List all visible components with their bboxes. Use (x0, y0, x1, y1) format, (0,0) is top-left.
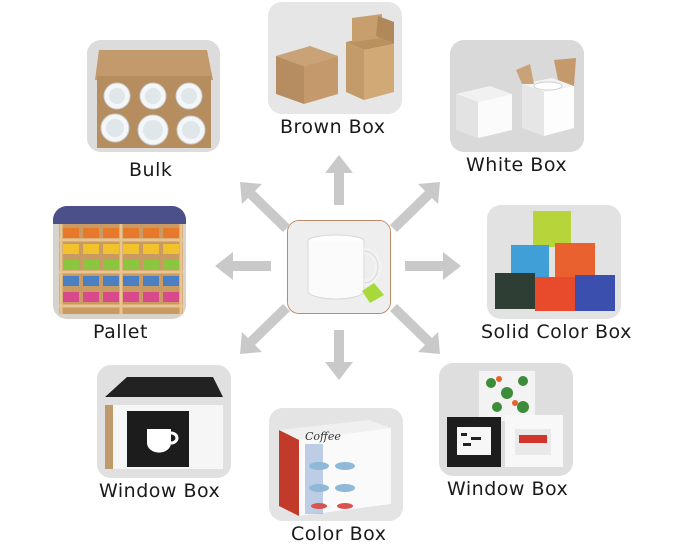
bulk-image (87, 40, 220, 152)
white-box-image (450, 40, 584, 152)
brown-box-label: Brown Box (280, 116, 386, 138)
bulk-label: Bulk (129, 159, 173, 181)
arrow-left-icon (215, 252, 271, 280)
arrow-down-right-icon (390, 304, 440, 354)
window-box-left-image (97, 365, 231, 478)
arrow-up-left-icon (240, 182, 290, 232)
window-box-left-label: Window Box (99, 480, 221, 502)
solid-color-box-label: Solid Color Box (481, 321, 632, 343)
arrow-up-right-icon (390, 182, 440, 232)
arrow-up-icon (325, 155, 353, 205)
window-box-right-label: Window Box (447, 478, 569, 500)
color-box-print-text: Coffee (305, 430, 341, 443)
color-box-image: Coffee (269, 408, 403, 521)
arrow-down-left-icon (240, 304, 290, 354)
arrow-down-icon (325, 330, 353, 380)
brown-box-image (268, 2, 402, 114)
color-box-label: Color Box (291, 523, 387, 545)
pallet-label: Pallet (93, 321, 148, 343)
window-box-right-image (439, 363, 573, 476)
center-mug-image (287, 220, 391, 314)
white-box-label: White Box (466, 154, 568, 176)
arrow-right-icon (405, 252, 461, 280)
pallet-image (53, 206, 186, 319)
solid-color-box-image (487, 205, 621, 319)
